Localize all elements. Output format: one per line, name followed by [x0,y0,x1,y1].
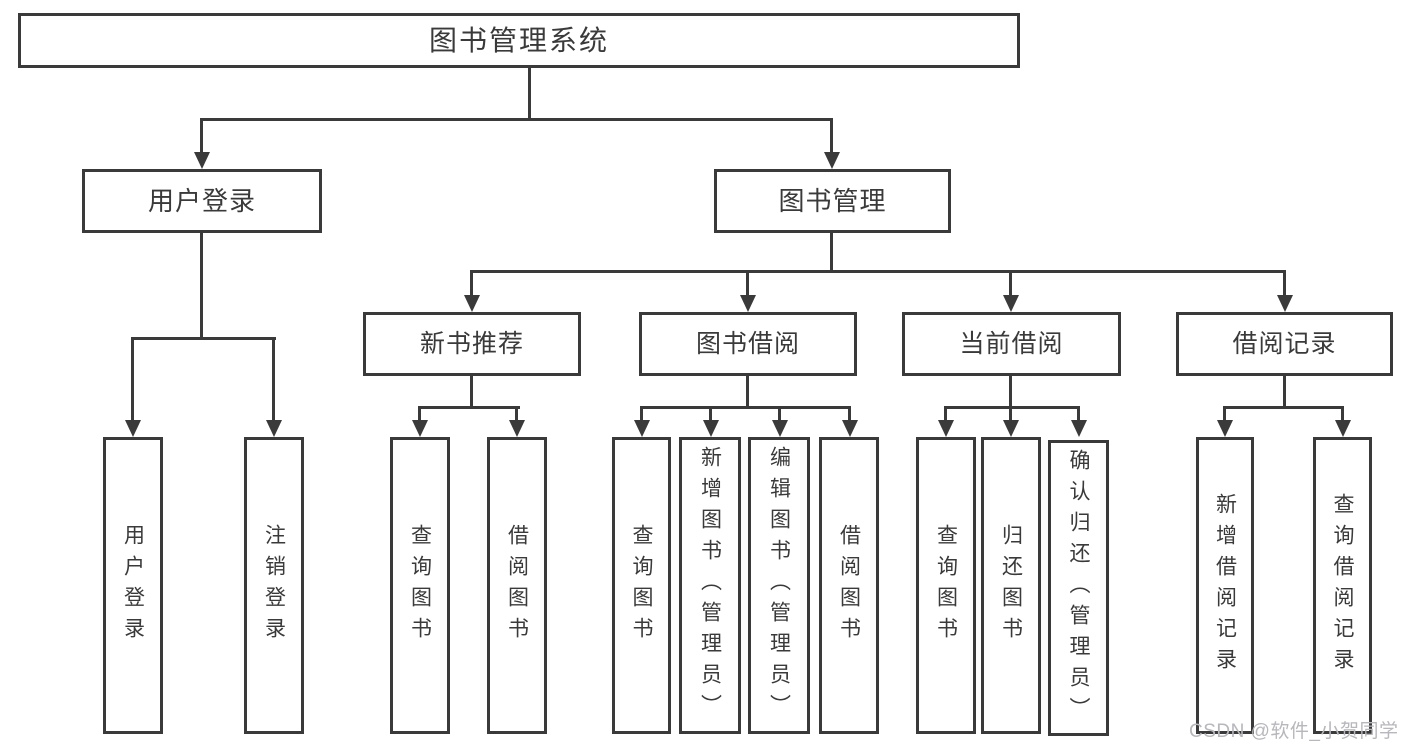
node-label: 新增借阅记录 [1213,492,1237,679]
arrow-stem-bb-edit-book [778,406,781,422]
node-label: 用户登录 [147,186,256,216]
arrowhead-current-borrowing-icon [1003,295,1019,312]
arrow-stem-cb-return-book [1009,406,1012,422]
node-label: 图书管理系统 [428,24,609,56]
node-label: 编辑图书（管理员） [767,446,791,725]
connector-book-management-stub [830,233,833,273]
arrow-stem-borrowing-records [1283,270,1286,298]
arrow-stem-book-borrowing [746,270,749,298]
node-label: 归还图书 [999,523,1023,648]
arrowhead-borrowing-records-icon [1277,295,1293,312]
node-label: 确认归还（管理员） [1067,448,1091,728]
node-nb-query-books: 查询图书 [390,437,450,734]
node-borrowing-records: 借阅记录 [1176,312,1393,376]
node-bb-add-book-admin: 新增图书（管理员） [679,437,741,734]
node-label: 新增图书（管理员） [698,446,722,725]
node-label: 图书借阅 [695,329,800,358]
connector-rail-book-borrowing [640,406,851,409]
connector-user-login-stub [200,233,203,340]
arrow-stem-bb-add-book [709,406,712,422]
node-label: 图书管理 [778,186,887,216]
arrow-stem-bb-query-books [640,406,643,422]
node-nb-borrow-books: 借阅图书 [487,437,547,734]
arrowhead-nb-borrow-books-icon [509,420,525,437]
node-bb-query-books: 查询图书 [612,437,671,734]
node-label: 借阅记录 [1232,329,1337,358]
connector-rail-level2 [200,118,833,121]
arrow-stem-login [131,337,134,421]
connector-new-book-recommend-stub [470,376,473,409]
connector-rail-user-login [131,337,276,340]
arrowhead-login-icon [125,420,141,437]
node-label: 注销登录 [262,523,286,648]
connector-root-stub [528,68,531,121]
arrow-stem-cb-query-books [944,406,947,422]
arrowhead-new-book-recommend-icon [464,295,480,312]
node-br-query-borrow-record: 查询借阅记录 [1313,437,1372,734]
node-label: 查询图书 [630,523,654,648]
node-book-borrowing: 图书借阅 [639,312,857,376]
node-book-management: 图书管理 [714,169,951,233]
arrowhead-bb-edit-book-icon [772,420,788,437]
arrow-stem-br-query-record [1341,406,1344,422]
arrowhead-cb-return-book-icon [1003,420,1019,437]
node-library-management-system: 图书管理系统 [18,13,1020,68]
node-label: 查询图书 [408,523,432,648]
arrow-stem-book-management [830,118,833,154]
connector-rail-current-borrowing [944,406,1080,409]
arrowhead-bb-query-books-icon [634,420,650,437]
connector-book-borrowing-stub [746,376,749,409]
node-label: 借阅图书 [505,523,529,648]
watermark: CSDN @软件_小贺同学 [1189,721,1399,742]
connector-rail-level3 [470,270,1286,273]
arrowhead-bb-borrow-books-icon [842,420,858,437]
node-bb-edit-book-admin: 编辑图书（管理员） [748,437,810,734]
node-label: 查询借阅记录 [1331,492,1355,679]
arrow-stem-br-add-record [1223,406,1226,422]
node-new-book-recommend: 新书推荐 [363,312,581,376]
arrow-stem-cb-confirm-return [1077,406,1080,422]
connector-rail-new-book-recommend [418,406,520,409]
arrowhead-cb-confirm-return-icon [1071,420,1087,437]
node-label: 当前借阅 [959,329,1064,358]
node-cb-confirm-return-admin: 确认归还（管理员） [1048,440,1109,736]
arrowhead-book-borrowing-icon [740,295,756,312]
arrowhead-nb-query-books-icon [412,420,428,437]
arrow-stem-current-borrowing [1009,270,1012,298]
node-cb-query-books: 查询图书 [916,437,976,734]
arrow-stem-new-book-recommend [470,270,473,298]
connector-current-borrowing-stub [1009,376,1012,409]
connector-rail-borrowing-records [1223,406,1344,409]
arrow-stem-nb-borrow-books [515,406,518,422]
node-label: 查询图书 [934,523,958,648]
node-login: 用户登录 [103,437,163,734]
arrowhead-cb-query-books-icon [938,420,954,437]
arrowhead-br-add-record-icon [1217,420,1233,437]
node-label: 借阅图书 [837,523,861,648]
arrowhead-bb-add-book-icon [703,420,719,437]
node-logout: 注销登录 [244,437,304,734]
arrowhead-book-management-icon [824,152,840,169]
arrowhead-user-login-icon [194,152,210,169]
node-bb-borrow-books: 借阅图书 [819,437,879,734]
node-label: 新书推荐 [419,329,524,358]
arrow-stem-logout [272,337,275,421]
arrow-stem-user-login [200,118,203,154]
connector-borrowing-records-stub [1283,376,1286,409]
node-cb-return-book: 归还图书 [981,437,1041,734]
node-br-add-borrow-record: 新增借阅记录 [1196,437,1254,734]
arrowhead-logout-icon [266,420,282,437]
node-current-borrowing: 当前借阅 [902,312,1121,376]
arrow-stem-bb-borrow-books [848,406,851,422]
arrowhead-br-query-record-icon [1335,420,1351,437]
node-user-login: 用户登录 [82,169,322,233]
arrow-stem-nb-query-books [418,406,421,422]
node-label: 用户登录 [121,523,145,648]
